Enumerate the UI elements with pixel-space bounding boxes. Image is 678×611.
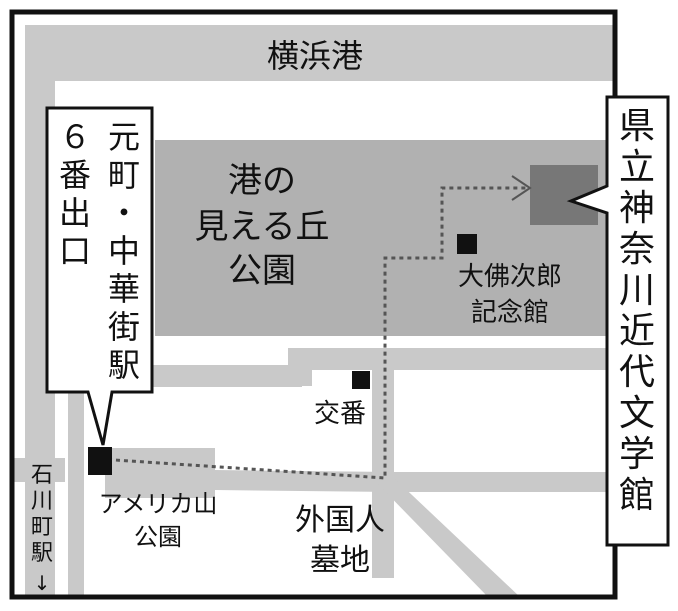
museum-label: 県立神奈川近代文学館 bbox=[619, 106, 655, 516]
station-exit-number-label: ６番出口 bbox=[59, 118, 91, 270]
park-label-line3: 公園 bbox=[228, 251, 296, 291]
station-exit-marker bbox=[88, 447, 112, 475]
right-horizontal-road bbox=[372, 472, 613, 492]
koban-marker bbox=[352, 371, 370, 389]
park-label-line2: 見える丘 bbox=[195, 207, 330, 247]
motomachi-chukagai-station-label: 元町・中華街駅 bbox=[108, 118, 140, 384]
cemetery-label-line1: 外国人 bbox=[295, 503, 385, 538]
america-park-label-line1: アメリカ山 bbox=[99, 490, 218, 518]
diagonal-road bbox=[372, 478, 520, 597]
upper-horizontal-road bbox=[288, 348, 613, 370]
station-vertical-road bbox=[68, 385, 84, 597]
cemetery-label-line2: 墓地 bbox=[310, 543, 370, 578]
osaragi-museum-marker bbox=[457, 234, 477, 254]
ishikawacho-direction-arrow: ↓ bbox=[34, 571, 51, 595]
america-yama-road bbox=[105, 448, 390, 498]
middle-vertical-road bbox=[372, 348, 394, 578]
harbor-label: 横浜港 bbox=[267, 37, 363, 75]
left-stub-road bbox=[13, 458, 65, 482]
park-label-line1: 港の bbox=[228, 161, 296, 201]
koban-label: 交番 bbox=[314, 399, 366, 429]
osaragi-label-line2: 記念館 bbox=[471, 298, 549, 328]
america-park-label-line2: 公園 bbox=[134, 523, 182, 551]
osaragi-label-line1: 大佛次郎 bbox=[458, 262, 562, 292]
ishikawacho-station-label: 石川町駅 bbox=[31, 463, 53, 566]
museum-callout bbox=[566, 95, 670, 547]
harbor-band bbox=[25, 25, 613, 81]
station-exit-callout bbox=[45, 106, 154, 446]
route-arrowhead bbox=[511, 175, 532, 201]
